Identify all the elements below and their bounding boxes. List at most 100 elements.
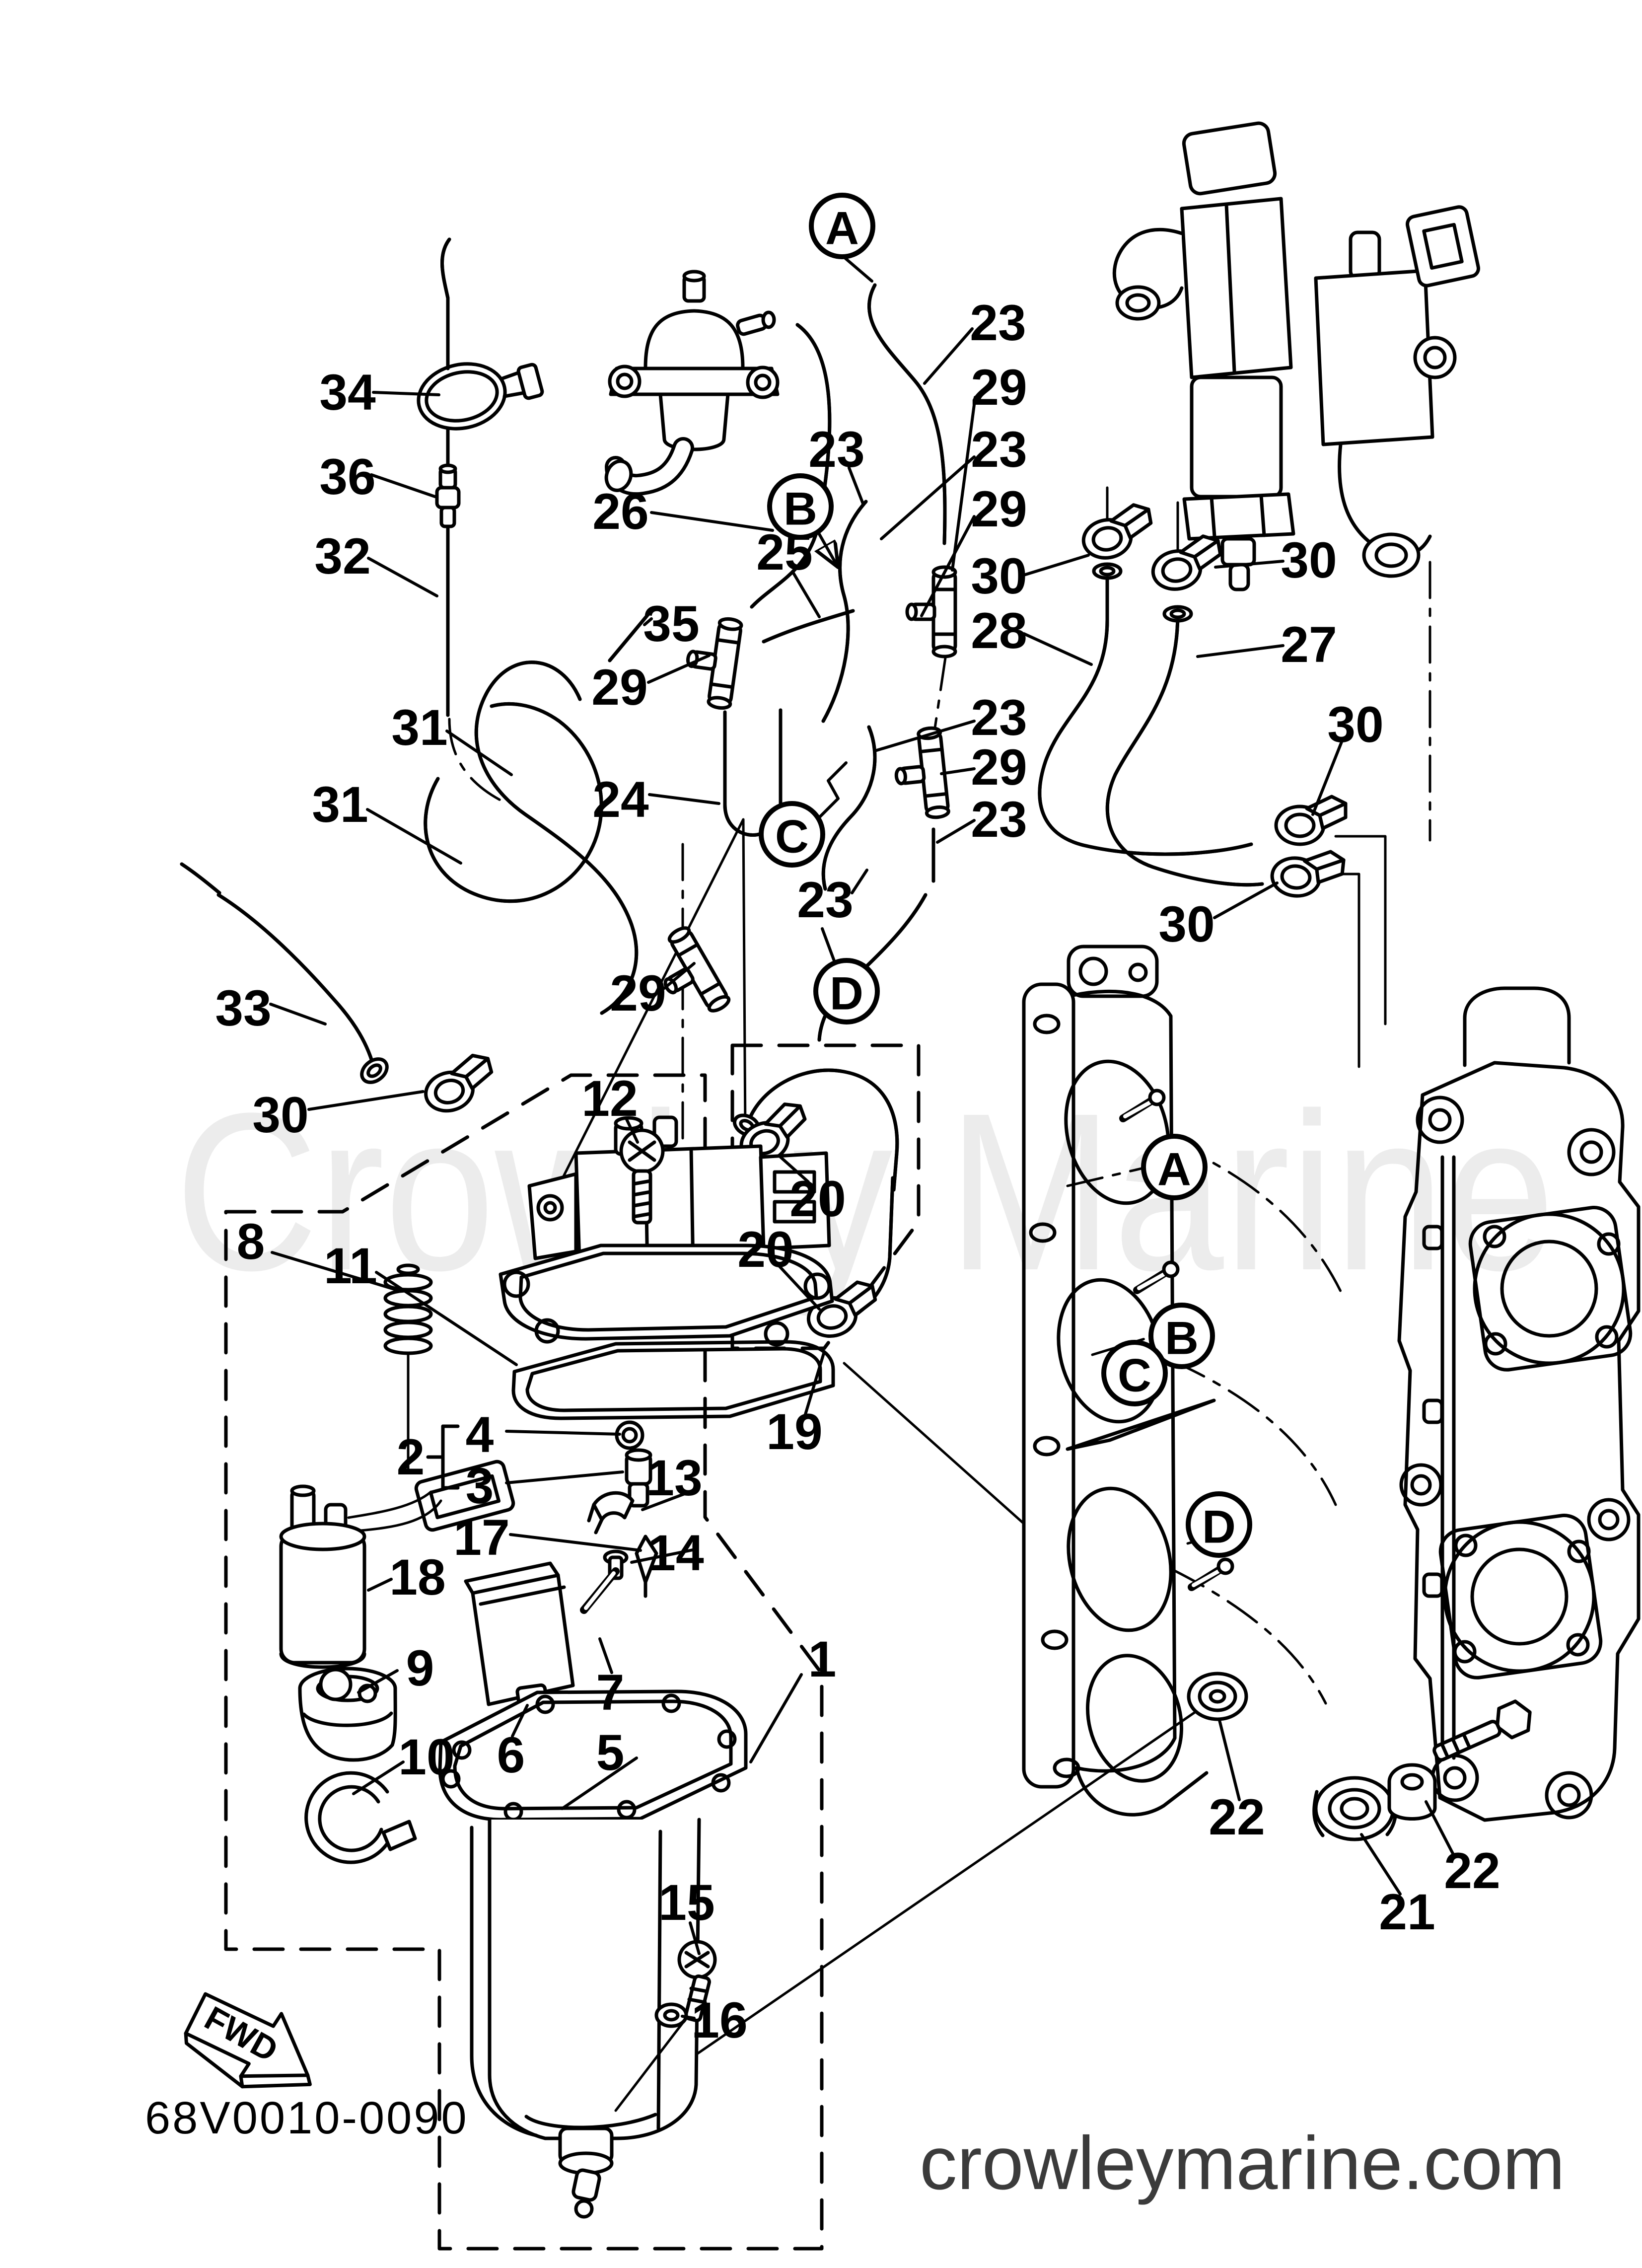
part-callout-22-51: 22 — [1444, 1842, 1500, 1899]
filter-9 — [298, 1667, 397, 1762]
leader-line-26-3 — [650, 511, 774, 532]
group-box-fuel-pump-assembly — [224, 1073, 824, 2251]
part-callout-15-28: 15 — [658, 1874, 714, 1931]
part-callout-13-18: 13 — [646, 1450, 702, 1506]
leader-line-34-0 — [372, 391, 440, 396]
leader-line-15-28 — [689, 1921, 701, 1955]
leader-line-17-19 — [509, 1533, 642, 1552]
part-callout-19-30: 19 — [766, 1403, 822, 1460]
leader-line-6-24 — [511, 1704, 529, 1738]
pump-connector — [347, 1460, 515, 1532]
leader-line-16-29 — [681, 2015, 696, 2020]
leader-line-20-32 — [777, 1264, 821, 1311]
leader-line-23-35 — [848, 466, 864, 505]
reference-line — [933, 653, 947, 732]
leader-line-29-11 — [663, 962, 696, 990]
part-callout-23-35: 23 — [808, 421, 864, 478]
leader-line-28-40 — [1022, 632, 1093, 666]
part-callout-23-45: 23 — [971, 791, 1027, 848]
part-callout-31-5: 31 — [391, 699, 447, 756]
leader-line-30-10 — [307, 1090, 425, 1111]
part-callout-20-31: 20 — [789, 1171, 846, 1227]
ref-letter-circle-C-6 — [1101, 1340, 1168, 1406]
fitting — [1119, 1089, 1234, 1591]
ref-letter-D-7: D — [1202, 1501, 1236, 1553]
leader-line-1-27 — [749, 1673, 803, 1763]
leader-line-27-42 — [1196, 644, 1285, 658]
leader-line-14-20 — [630, 1548, 697, 1564]
watermark: Crowley Marine — [175, 1066, 1555, 1318]
leader-line-3-17 — [505, 1470, 624, 1484]
cylinder-head — [1397, 986, 1641, 1822]
leader-line-10-23 — [352, 1760, 405, 1795]
intake-manifold — [1022, 945, 1342, 1817]
leader-line-31-5 — [445, 730, 513, 776]
leader-line-29-44 — [940, 767, 976, 775]
part-callout-3-17: 3 — [466, 1458, 494, 1514]
part-callout-29-34: 29 — [971, 359, 1027, 416]
leader-line-12-12 — [625, 1118, 639, 1144]
leader-line-18-21 — [367, 1578, 393, 1592]
reference-line — [1325, 873, 1360, 1068]
part-callout-1-27: 1 — [808, 1631, 837, 1687]
part-callout-23-36: 23 — [971, 421, 1027, 478]
leader-line-21-50 — [1360, 1833, 1402, 1896]
part-callout-30-41: 30 — [1281, 532, 1337, 588]
leader-line-24-8 — [648, 793, 720, 805]
reference-line — [622, 1699, 1213, 2106]
part-callout-30-48: 30 — [1158, 896, 1214, 952]
leader-line-36-1 — [370, 473, 436, 498]
part-callout-29-37: 29 — [971, 481, 1027, 537]
leader-line-23-43 — [873, 720, 976, 752]
part-callout-11-14: 11 — [324, 1238, 377, 1294]
part-callout-29-7: 29 — [591, 659, 647, 716]
letter-leader-C-2 — [817, 761, 848, 820]
ref-letter-C-6: C — [1118, 1349, 1151, 1401]
ref-letter-B-5: B — [1165, 1312, 1199, 1364]
leader-line-30-48 — [1213, 881, 1279, 919]
ref-letter-circle-A-0 — [809, 193, 875, 259]
ref-letter-circle-D-7 — [1186, 1491, 1252, 1558]
leader-line-13-18 — [641, 1488, 697, 1511]
part-callout-8-13: 8 — [237, 1213, 265, 1270]
fuel-pump-18 — [279, 1484, 366, 1669]
part-callout-6-24: 6 — [497, 1727, 525, 1783]
part-callout-23-43: 23 — [971, 689, 1027, 746]
part-callout-30-47: 30 — [1327, 696, 1383, 753]
letter-leader-B-1 — [818, 531, 835, 562]
letter-leader-D-3 — [821, 927, 837, 965]
part-callout-28-40: 28 — [971, 602, 1027, 659]
part-callout-9-22: 9 — [406, 1640, 434, 1696]
part-callout-14-20: 14 — [647, 1525, 704, 1581]
footer-url[interactable]: crowleymarine.com — [920, 2121, 1565, 2205]
part-callout-31-6: 31 — [312, 776, 368, 833]
spring-8 — [383, 1263, 433, 1472]
leader-line-29-7 — [647, 654, 711, 684]
part-callout-7-26: 7 — [596, 1664, 625, 1721]
reference-line — [545, 818, 747, 1212]
leader-line-11-14 — [375, 1271, 518, 1366]
ref-letter-C-2: C — [775, 810, 809, 863]
reference-line — [1334, 835, 1387, 1025]
ref-letter-circle-B-5 — [1148, 1303, 1215, 1369]
part-callout-32-2: 32 — [314, 528, 370, 585]
part-callout-4-16: 4 — [466, 1406, 494, 1463]
float-valve-parts — [587, 1420, 658, 1598]
part-callout-23-33: 23 — [970, 294, 1026, 351]
leader-line-23-36 — [880, 455, 976, 540]
float-bowl-5 — [438, 1689, 748, 2219]
direction-arrow-c — [1066, 1398, 1216, 1451]
callout-2-bracket — [426, 1424, 460, 1490]
part-callout-22-49: 22 — [1209, 1789, 1265, 1845]
leader-line-19-30 — [804, 1350, 826, 1416]
screw-15-washer-16 — [654, 1940, 717, 2028]
part-callout-10-23: 10 — [398, 1729, 454, 1785]
leader-line-23-45 — [936, 819, 976, 844]
ref-letter-B-1: B — [784, 483, 817, 535]
part-callout-24-8: 24 — [592, 771, 649, 828]
mount-hardware — [1187, 1672, 1532, 1841]
leader-line-23-46 — [851, 869, 868, 894]
